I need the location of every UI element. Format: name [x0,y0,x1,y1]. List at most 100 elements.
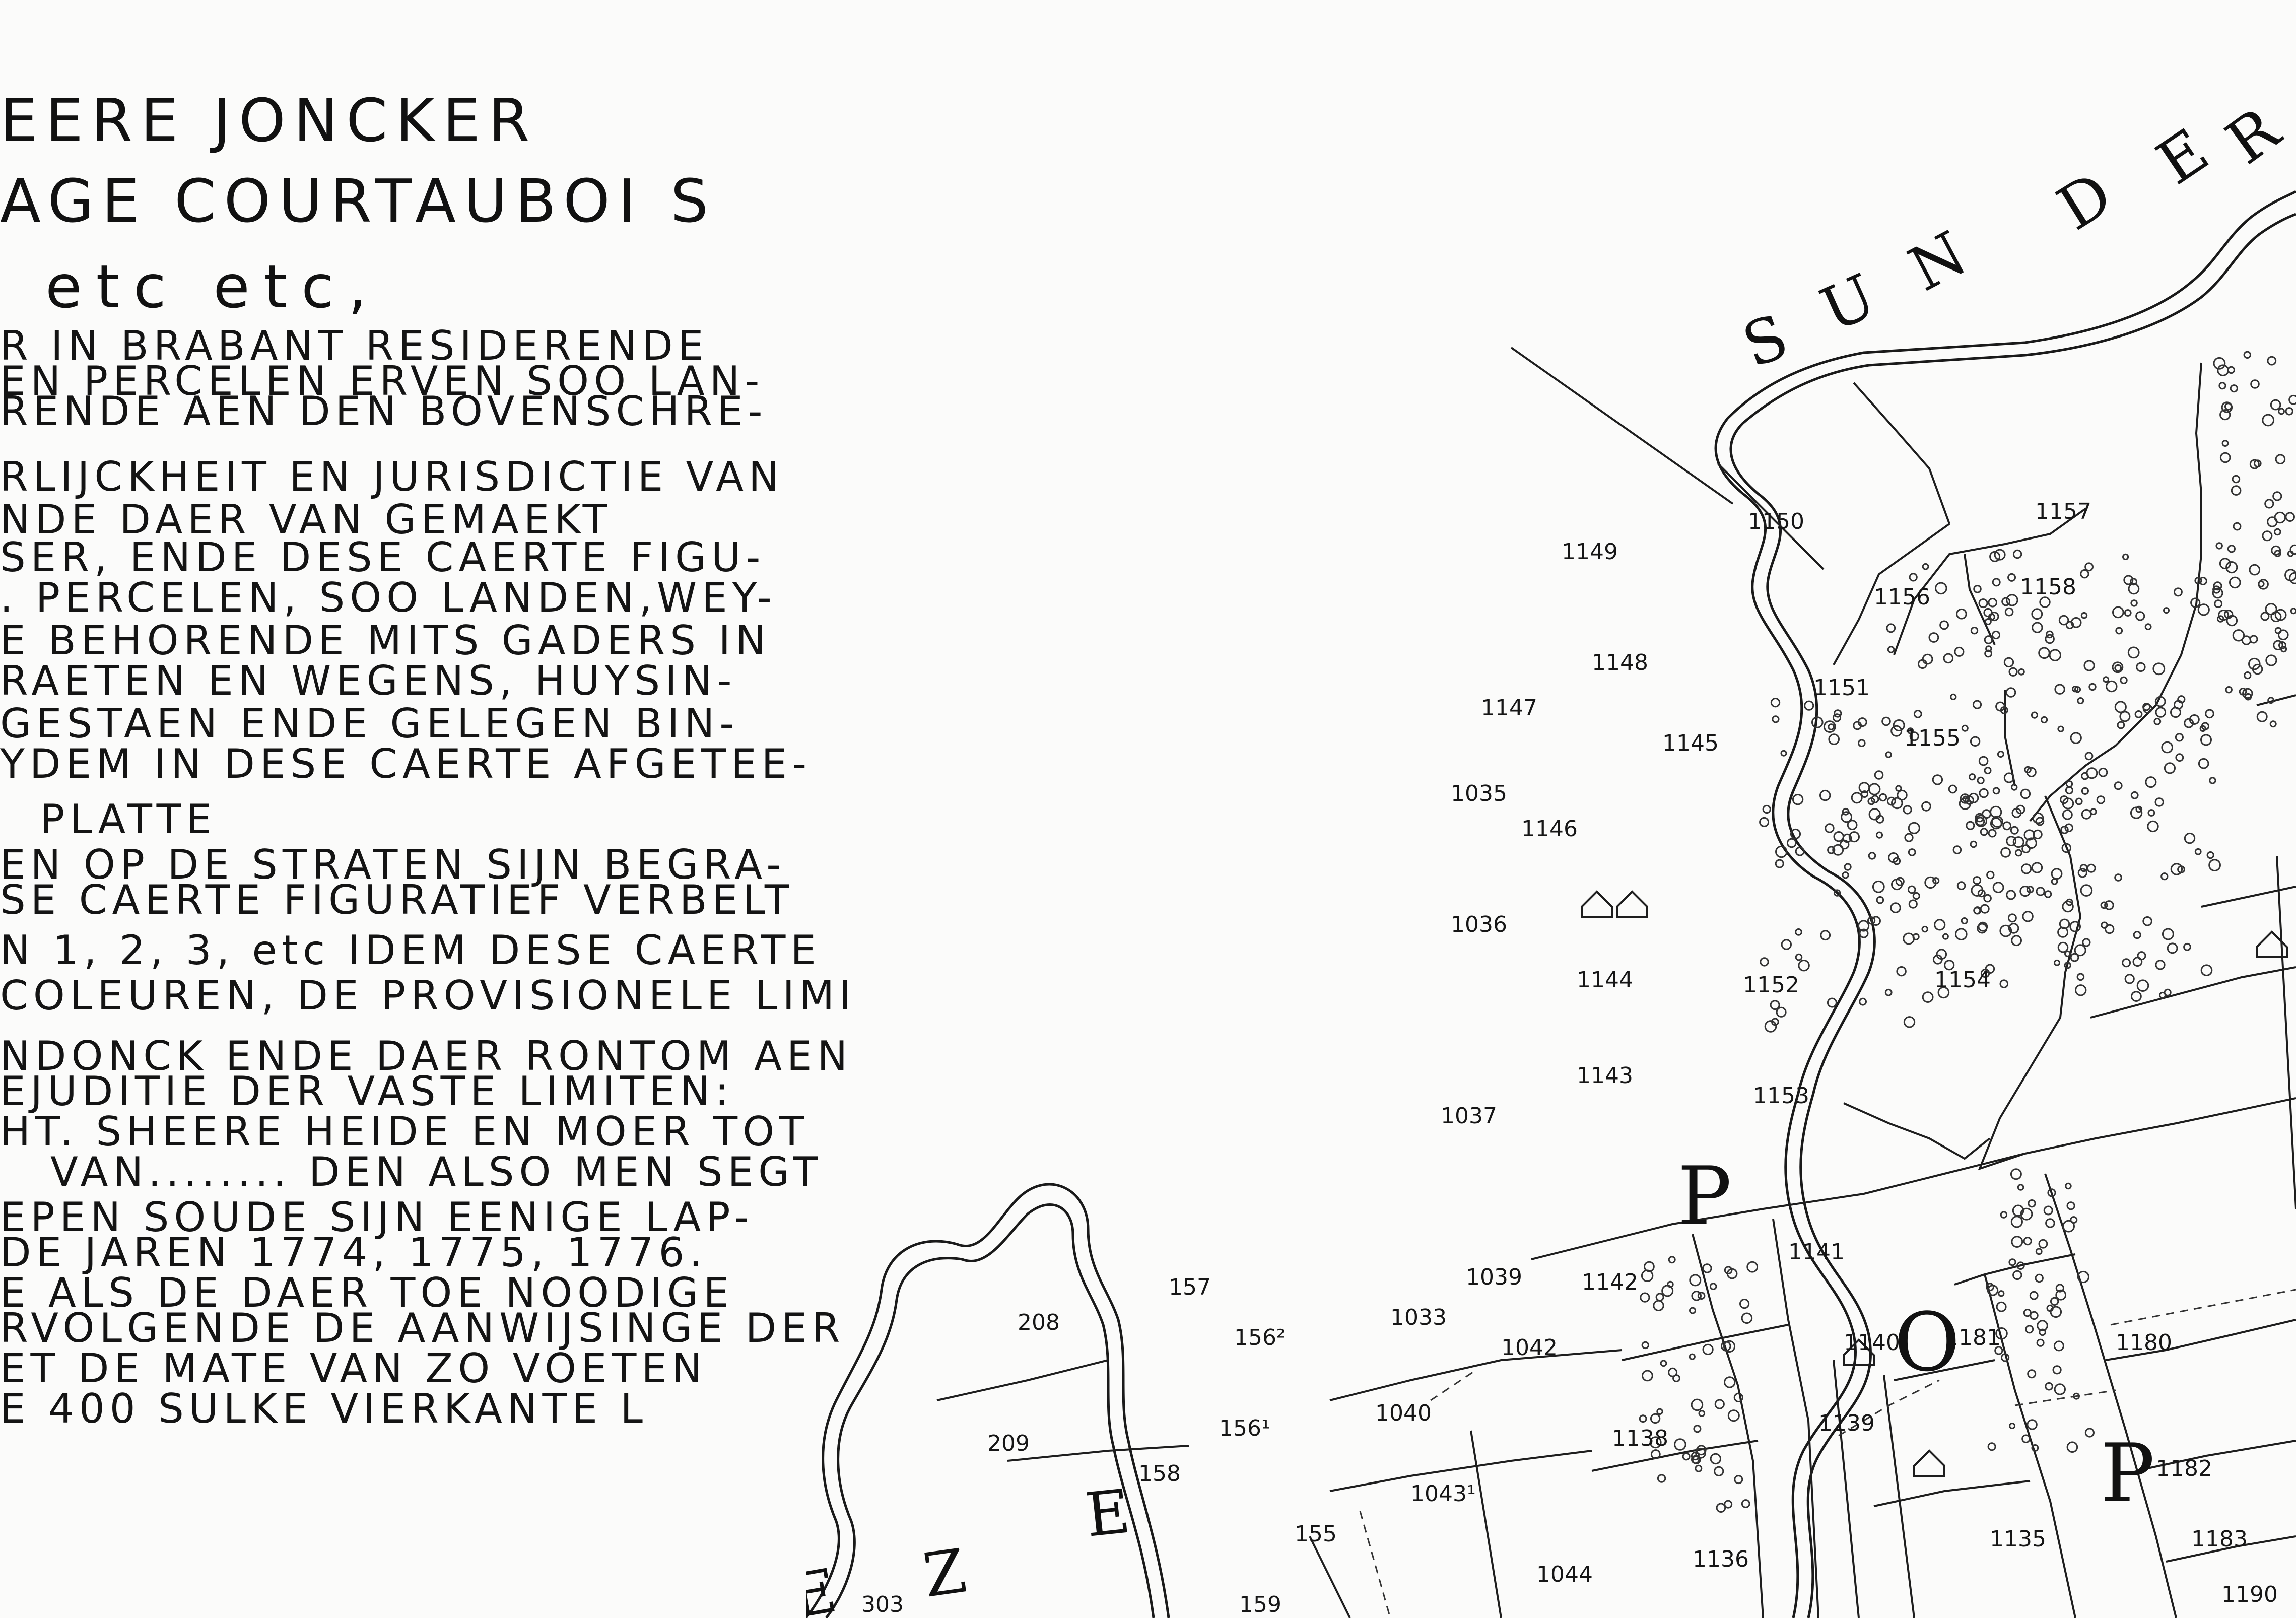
stipple-mark [2080,569,2089,579]
parcel-label: 1153 [1753,1083,1809,1109]
stipple-mark [1970,736,1981,747]
stipple-mark [2077,697,2084,704]
parcel-label: 1144 [1577,967,1633,993]
stipple-mark [2038,647,2050,659]
stipple-mark [2288,394,2296,405]
stipple-mark [2221,440,2229,447]
stipple-mark [2114,664,2122,672]
stipple-mark [2208,859,2221,871]
stipple-mark [1984,767,1992,775]
stipple-mark [2132,957,2143,967]
stipple-mark [2274,550,2281,557]
stipple-mark [2198,758,2209,769]
stipple-mark [2046,1304,2054,1312]
stipple-mark [1975,813,1985,823]
stipple-mark [2081,808,2092,820]
stipple-mark [1828,723,1835,730]
stipple-mark [2055,1284,2064,1293]
stipple-mark [1977,889,1986,898]
stipple-mark [1691,1291,1702,1301]
stipple-mark [2061,843,2072,853]
stipple-mark [1795,953,1803,961]
stipple-mark [2006,836,2017,846]
stipple-mark [2044,890,2052,898]
stipple-mark [1988,829,1997,838]
stipple-mark [1876,896,1884,904]
stipple-mark [1984,649,1993,658]
stipple-mark [1973,585,1982,593]
cartouche-line: EJUDITIE DER VASTE LIMITEN: [0,1068,734,1115]
stipple-mark [1714,1466,1724,1476]
sunder-letter: R [2214,94,2293,178]
stipple-mark [2197,603,2210,616]
stipple-mark [2041,716,2048,724]
parcel-label: 1037 [1441,1103,1497,1129]
stipple-mark [1689,1274,1702,1287]
stipple-mark [2001,597,2011,606]
stipple-mark [2025,1325,2034,1334]
stipple-mark [2084,1428,2095,1438]
stipple-mark [2163,607,2170,614]
stipple-mark [2011,784,2018,791]
parcel-label: 1145 [1662,730,1719,756]
stipple-mark [2021,844,2031,853]
stipple-mark [2174,700,2183,710]
stipple-mark [1986,1283,1994,1292]
stipple-mark [2104,900,2114,910]
stipple-mark [2008,1258,2016,1266]
stipple-mark [2023,1237,2032,1246]
parcel-label: 1154 [1934,967,1991,993]
stipple-mark [2232,629,2245,642]
stipple-mark [2031,608,2043,620]
parcel-label: 1138 [1612,1426,1668,1451]
stipple-mark [2049,649,2062,661]
stipple-mark [1721,1341,1731,1352]
stipple-mark [1996,1301,2007,1312]
stipple-mark [2025,837,2037,849]
stipple-mark [2065,786,2073,795]
stipple-mark [2002,821,2012,831]
stipple-mark [2006,594,2018,606]
stipple-mark [2081,787,2089,795]
parcel-label: 303 [861,1592,904,1617]
stipple-mark [1891,797,1903,810]
stipple-mark [2112,606,2124,619]
stipple-mark [1868,783,1881,795]
parcel-label: 208 [1018,1310,1060,1335]
stipple-mark [2218,382,2226,390]
cartouche-line: DE JAREN 1774, 1775, 1776. [0,1229,707,1276]
stipple-mark [1709,1283,1717,1290]
stipple-mark [1908,848,1916,856]
stipple-mark [2242,688,2253,699]
stipple-mark [2155,960,2166,970]
stipple-mark [1991,630,2001,640]
stipple-mark [1770,698,1781,708]
stipple-mark [2015,804,2025,815]
stipple-mark [1975,815,1987,827]
stipple-mark [2046,630,2054,639]
house-icon [1843,1338,1875,1366]
stipple-mark [2012,836,2024,848]
stipple-mark [1994,549,2006,561]
stipple-mark [2084,752,2094,761]
stipple-mark [2265,654,2277,666]
stipple-mark [2070,732,2082,744]
stipple-mark [1891,879,1903,891]
stipple-mark [2206,851,2214,859]
parcel-label: 1158 [2020,574,2076,600]
stipple-mark [2264,499,2274,509]
stipple-mark [1868,808,1881,821]
stipple-mark [1999,979,2009,988]
stipple-mark [2062,809,2073,820]
stipple-mark [1980,904,1990,914]
parcel-label: 1180 [2116,1330,2172,1356]
stipple-mark [1739,1299,1750,1309]
stipple-mark [1847,820,1858,830]
stipple-mark [2112,661,2124,673]
stipple-mark [2105,924,2115,934]
stipple-mark [1832,713,1842,722]
stipple-mark [2227,545,2236,553]
stipple-mark [2086,767,2098,779]
stipple-mark [1970,840,1978,848]
